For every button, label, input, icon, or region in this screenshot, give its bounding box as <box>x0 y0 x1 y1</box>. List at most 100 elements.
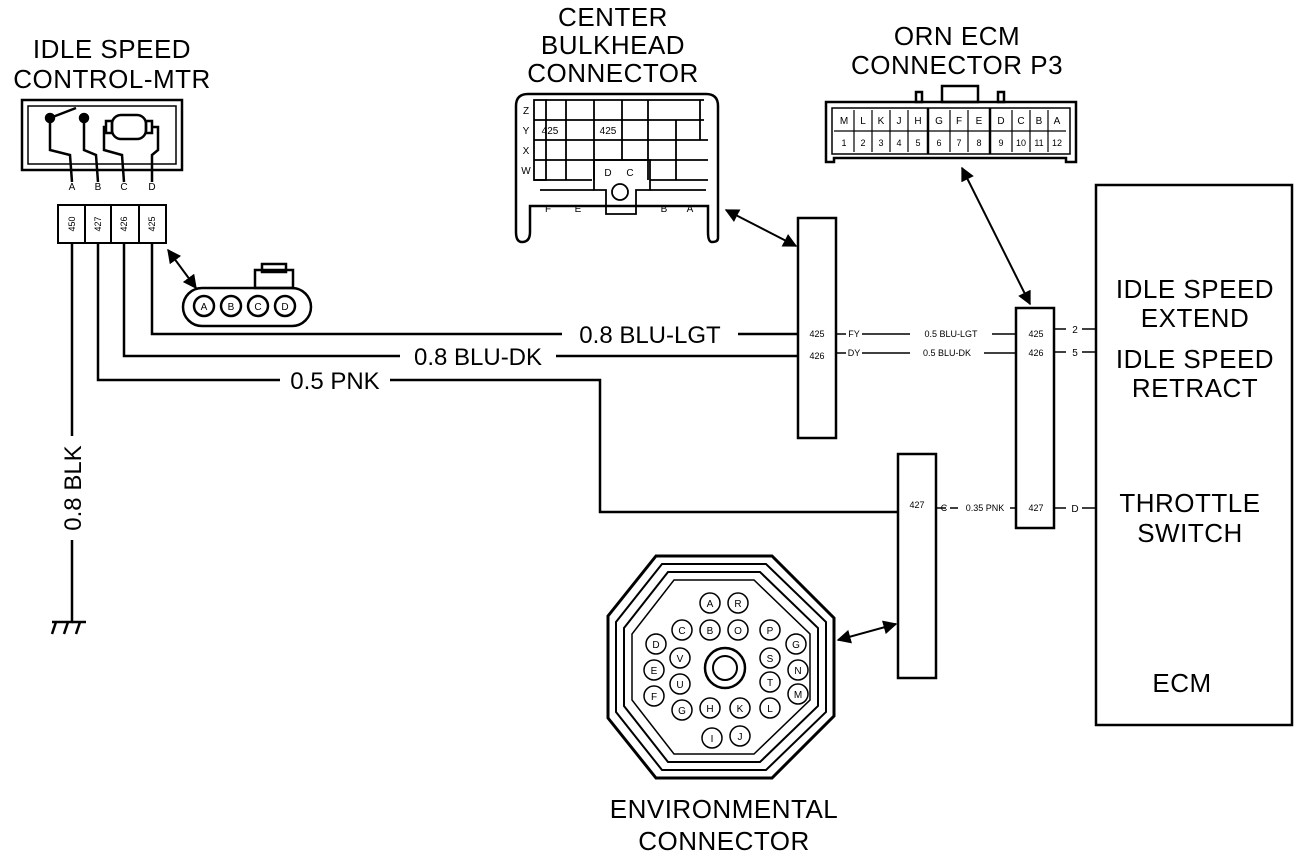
svg-text:6: 6 <box>936 138 941 148</box>
ecm-connector-title-line1: ORN ECM <box>894 21 1020 51</box>
svg-text:G: G <box>935 116 943 127</box>
ecm-circuit-425: 425 <box>1028 329 1043 339</box>
ecm-connector-body <box>824 84 1078 164</box>
ecm-connector-bottom-row: 1 2 3 4 5 6 7 8 9 10 11 12 <box>841 138 1062 148</box>
ecm-box <box>1094 183 1294 727</box>
svg-text:A: A <box>687 204 694 215</box>
motor-title-line1: IDLE SPEED <box>33 34 191 64</box>
bulkhead-arrow <box>724 209 798 247</box>
svg-text:M: M <box>840 116 848 127</box>
svg-text:C: C <box>120 182 127 193</box>
svg-text:D: D <box>652 640 659 651</box>
ecm-pin-5: 5 <box>1072 348 1078 359</box>
svg-text:O: O <box>734 626 742 637</box>
svg-text:N: N <box>794 666 801 677</box>
svg-text:E: E <box>651 666 658 677</box>
motor-plug-connector <box>181 262 313 328</box>
svg-text:D: D <box>281 302 288 313</box>
svg-text:J: J <box>897 116 902 127</box>
svg-text:2: 2 <box>860 138 865 148</box>
svg-text:H: H <box>914 116 921 127</box>
svg-text:10: 10 <box>1016 138 1026 148</box>
svg-text:F: F <box>651 692 657 703</box>
svg-text:L: L <box>860 116 866 127</box>
bulkhead-title-line3: CONNECTOR <box>527 58 699 88</box>
svg-text:D: D <box>604 168 611 179</box>
svg-text:J: J <box>738 732 743 743</box>
svg-text:C: C <box>1017 116 1024 127</box>
ecm-connector-top-row: M L K J H G F E D C B A <box>840 116 1061 127</box>
environmental-connector-arrow <box>836 620 898 644</box>
svg-text:A: A <box>69 182 76 193</box>
svg-text:4: 4 <box>896 138 901 148</box>
wire-paths <box>50 243 898 635</box>
svg-text:1: 1 <box>841 138 846 148</box>
svg-text:A: A <box>707 599 714 610</box>
svg-text:E: E <box>976 116 983 127</box>
svg-text:K: K <box>878 116 885 127</box>
ecm-label: ECM <box>1152 668 1211 698</box>
svg-text:C: C <box>254 302 261 313</box>
svg-text:B: B <box>1036 116 1043 127</box>
motor-plug-pin-letters: A B C D <box>201 302 289 313</box>
svg-text:A: A <box>1054 116 1061 127</box>
svg-text:425: 425 <box>147 216 157 231</box>
svg-text:C: C <box>678 626 685 637</box>
svg-text:R: R <box>734 599 741 610</box>
motor-plug-arrow <box>167 248 197 290</box>
svg-text:5: 5 <box>915 138 920 148</box>
svg-text:L: L <box>767 704 773 715</box>
svg-text:G: G <box>792 640 800 651</box>
svg-text:11: 11 <box>1034 138 1043 148</box>
ecm-circuit-427: 427 <box>1028 503 1043 513</box>
svg-text:G: G <box>678 706 686 717</box>
svg-text:427: 427 <box>93 216 103 231</box>
svg-text:H: H <box>706 704 713 715</box>
wire-label-pnk: 0.5 PNK <box>290 368 379 395</box>
svg-text:M: M <box>794 690 802 701</box>
environmental-title-line1: ENVIRONMENTAL <box>610 794 839 824</box>
bulkhead-labels: Z Y X W 425 425 F E B A D C <box>521 106 693 215</box>
env-inline-wire-pnk: 0.35 PNK <box>966 503 1005 513</box>
ecm-function-throttle-line1: THROTTLE <box>1119 488 1260 518</box>
motor-connector <box>57 204 167 244</box>
svg-text:B: B <box>228 302 235 313</box>
svg-text:Y: Y <box>523 126 530 137</box>
ecm-function-extend-line2: EXTEND <box>1141 303 1249 333</box>
svg-text:9: 9 <box>998 138 1003 148</box>
svg-text:T: T <box>767 678 773 689</box>
environmental-connector-pins: A R D C B O P G E V S N F U T M G H K L … <box>651 599 803 745</box>
motor-circuit-numbers: 450 427 426 425 <box>67 216 157 231</box>
ecm-pin-wires <box>1054 328 1096 509</box>
ecm-function-retract-line2: RETRACT <box>1132 373 1258 403</box>
ecm-inline-block <box>1014 306 1056 530</box>
inline-pin-fy: FY <box>848 329 860 339</box>
svg-text:K: K <box>737 704 744 715</box>
bulkhead-title-line2: BULKHEAD <box>541 30 685 60</box>
ecm-pin-d: D <box>1071 504 1078 515</box>
svg-text:X: X <box>523 146 530 157</box>
svg-text:I: I <box>711 734 714 745</box>
ecm-function-throttle-line2: SWITCH <box>1137 518 1243 548</box>
bulkhead-connector <box>514 92 720 244</box>
svg-text:V: V <box>677 654 684 665</box>
svg-text:C: C <box>626 168 633 179</box>
inline-circuit-426: 426 <box>809 351 824 361</box>
bulkhead-cavity-425-a: 425 <box>542 126 559 137</box>
ecm-function-extend-line1: IDLE SPEED <box>1116 274 1274 304</box>
inline-to-ecm-wires <box>836 333 1016 354</box>
inline-wire-blu-lgt: 0.5 BLU-LGT <box>924 329 978 339</box>
environmental-connector <box>606 554 836 780</box>
wire-label-blu-dk: 0.8 BLU-DK <box>414 344 542 371</box>
svg-text:F: F <box>956 116 962 127</box>
ecm-connector-arrow <box>961 166 1031 306</box>
env-inline-block <box>896 452 938 680</box>
wire-label-blk: 0.8 BLK <box>60 445 87 530</box>
svg-text:B: B <box>707 626 714 637</box>
bulkhead-title-line1: CENTER <box>558 2 668 32</box>
svg-text:7: 7 <box>956 138 961 148</box>
environmental-title-line2: CONNECTOR <box>638 826 810 856</box>
bulkhead-cavity-425-b: 425 <box>600 126 617 137</box>
svg-text:F: F <box>545 204 551 215</box>
